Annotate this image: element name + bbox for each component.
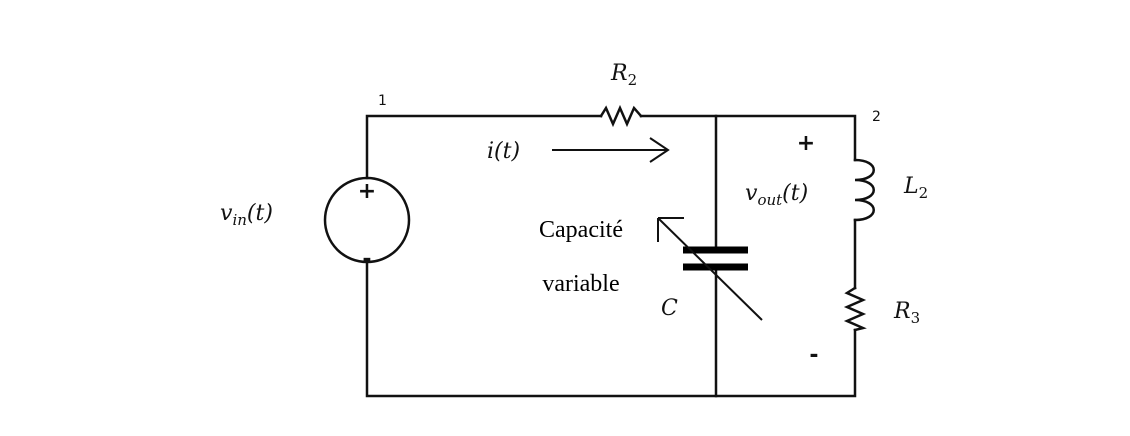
variable-capacitor-arrow bbox=[657, 217, 763, 321]
output-minus-sign: - bbox=[809, 343, 818, 368]
source-minus-sign: - bbox=[362, 247, 371, 272]
voltage-source bbox=[323, 176, 411, 264]
output-plus-sign: + bbox=[797, 131, 815, 156]
source-plus-sign: + bbox=[358, 179, 376, 204]
output-voltage-label: vout(t) bbox=[745, 181, 808, 209]
wire-top-right bbox=[639, 114, 857, 162]
resistor-r3 bbox=[843, 286, 867, 332]
wire-left-top bbox=[365, 114, 603, 180]
capacitor-note-line2: variable bbox=[542, 271, 619, 297]
current-arrow bbox=[552, 137, 670, 163]
r3-label: R3 bbox=[893, 299, 920, 327]
source-label: vin(t) bbox=[220, 201, 273, 229]
current-label: i(t) bbox=[487, 139, 520, 164]
resistor-r2 bbox=[599, 104, 643, 128]
node-1-label: 1 bbox=[378, 93, 387, 109]
inductor-l2 bbox=[853, 158, 875, 222]
r2-label: R2 bbox=[610, 61, 637, 89]
wire-right-bottom bbox=[365, 260, 857, 398]
capacitor-note-line1: Capacité bbox=[539, 217, 623, 243]
capacitor-label: C bbox=[661, 296, 678, 321]
node-2-label: 2 bbox=[872, 109, 881, 125]
l2-label: L2 bbox=[903, 174, 928, 202]
